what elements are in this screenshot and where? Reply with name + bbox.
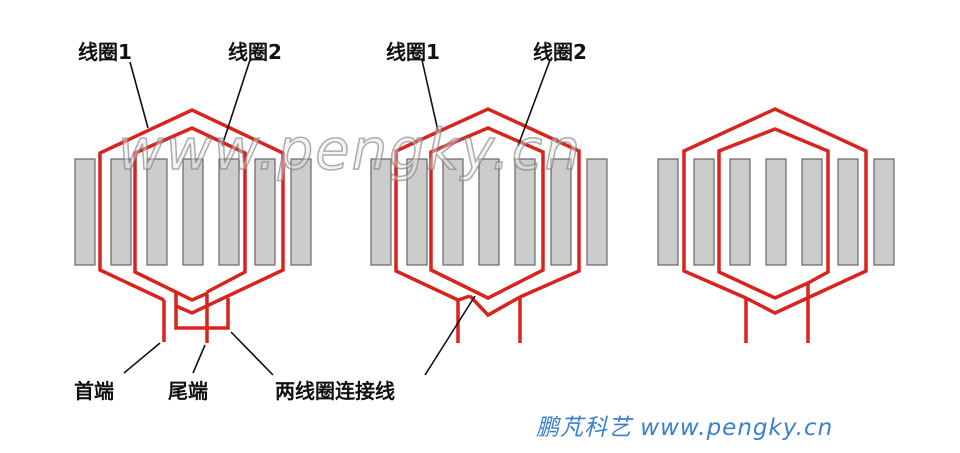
stator-slots	[74, 158, 312, 266]
leader-lines	[123, 59, 274, 376]
panel-1	[74, 59, 312, 376]
label-tail-end: 尾端	[168, 379, 208, 403]
label-start-end: 首端	[74, 379, 114, 403]
label-connection-wire: 两线圈连接线	[275, 379, 395, 403]
panel-2	[370, 59, 608, 376]
label-coil-2: 线圈2	[228, 40, 282, 64]
label-coil-2: 线圈2	[533, 40, 587, 64]
coil-2	[133, 126, 247, 302]
label-coil-1: 线圈1	[386, 40, 440, 64]
watermark: www.pengky.cn	[117, 117, 582, 184]
brand-caption: 鹏芃科艺 www.pengky.cn	[536, 415, 834, 441]
connection-wire	[174, 292, 230, 330]
panel-3	[657, 107, 895, 343]
label-coil-1: 线圈1	[78, 40, 132, 64]
